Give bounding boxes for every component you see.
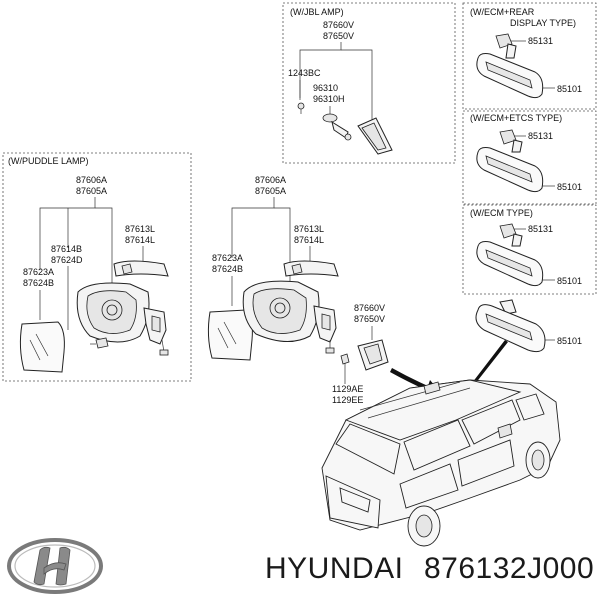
main-mirror-glass-part (207, 309, 253, 361)
jbl-amp-section: (W/JBL AMP) 87660V 87650V 1243BC 96310 9… (282, 2, 456, 164)
puddle-lamp-box (2, 152, 192, 382)
label-87624d: 87624D (51, 255, 83, 265)
ecm-rear-display-box (462, 2, 597, 110)
label-87606a: 87606A (76, 175, 107, 185)
inside-mirror-section: 85101 (475, 299, 582, 353)
label-87613l: 87613L (125, 224, 155, 234)
main-mirror-base-part (313, 305, 337, 354)
label-1129ae: 1129AE (332, 384, 363, 394)
label-96310: 96310 (313, 83, 338, 93)
label-87624b: 87624B (23, 278, 54, 288)
label-87650v: 87650V (323, 31, 354, 41)
ecm-etcs-title: (W/ECM+ETCS TYPE) (470, 113, 562, 123)
label-1243bc: 1243BC (288, 68, 321, 78)
bolt-part (340, 353, 350, 365)
label-85101: 85101 (557, 84, 582, 94)
ecm-etcs-box (462, 110, 597, 205)
ecm-section: (W/ECM TYPE) 85131 85101 (462, 204, 597, 295)
tweeter-part (357, 339, 389, 371)
main-cover-cap-part (283, 260, 339, 277)
mirror-base-part (143, 307, 169, 356)
mirror-housing-part (76, 282, 150, 343)
tweeter-cover-part (357, 117, 393, 155)
label-87660v: 87660V (323, 20, 354, 30)
label-87613l: 87613L (294, 224, 324, 234)
ecm-etcs-section: (W/ECM+ETCS TYPE) 85131 85101 (462, 110, 597, 205)
rear-display-mirror-part (476, 33, 544, 99)
label-85131: 85131 (528, 224, 553, 234)
label-87614l: 87614L (125, 235, 155, 245)
ecm-rear-display-section: (W/ECM+REAR DISPLAY TYPE) 85131 85101 (462, 2, 597, 110)
label-85101: 85101 (557, 182, 582, 192)
etcs-mirror-part (476, 129, 544, 193)
label-85101: 85101 (557, 336, 582, 346)
label-85131: 85131 (528, 131, 553, 141)
speaker-connector-part (322, 113, 352, 141)
inside-mirror-on-car (423, 381, 441, 395)
ecm-mirror-part (476, 223, 544, 287)
side-mirror-on-car (497, 423, 513, 439)
ecm-rear-title-1: (W/ECM+REAR (470, 7, 535, 17)
screw-part (297, 102, 305, 114)
label-87624b: 87624B (212, 264, 243, 274)
label-85131: 85131 (528, 36, 553, 46)
inside-mirror-part (475, 299, 546, 353)
label-87614b: 87614B (51, 244, 82, 254)
vehicle-illustration (321, 379, 561, 547)
label-87660v: 87660V (354, 303, 385, 313)
outside-mirror-section: 87606A 87605A 87613L 87614L 87623A 87624… (207, 175, 389, 405)
label-87623a: 87623A (212, 253, 243, 263)
mirror-glass-part (19, 321, 65, 373)
label-87650v: 87650V (354, 314, 385, 324)
label-96310h: 96310H (313, 94, 345, 104)
brand-name: HYUNDAI (265, 552, 404, 585)
cover-cap-part (113, 260, 169, 277)
ecm-rear-title-2: DISPLAY TYPE) (510, 18, 576, 28)
ecm-box (462, 204, 597, 295)
hyundai-logo (7, 538, 103, 594)
puddle-lamp-section: (W/PUDDLE LAMP) 87606A 87605A 87614B 876… (2, 152, 192, 382)
puddle-lamp-title: (W/PUDDLE LAMP) (8, 156, 89, 166)
label-87623a: 87623A (23, 267, 54, 277)
jbl-amp-box (282, 2, 456, 164)
label-87605a: 87605A (76, 186, 107, 196)
label-87606a: 87606A (255, 175, 286, 185)
ecm-title: (W/ECM TYPE) (470, 208, 533, 218)
label-87614l: 87614L (294, 235, 324, 245)
label-1129ee: 1129EE (332, 395, 363, 405)
jbl-amp-title: (W/JBL AMP) (290, 7, 344, 17)
label-87605a: 87605A (255, 186, 286, 196)
part-number: 876132J000 (424, 552, 594, 585)
main-mirror-housing-part (242, 280, 320, 342)
puddle-lamp-part (90, 337, 109, 349)
label-85101: 85101 (557, 276, 582, 286)
